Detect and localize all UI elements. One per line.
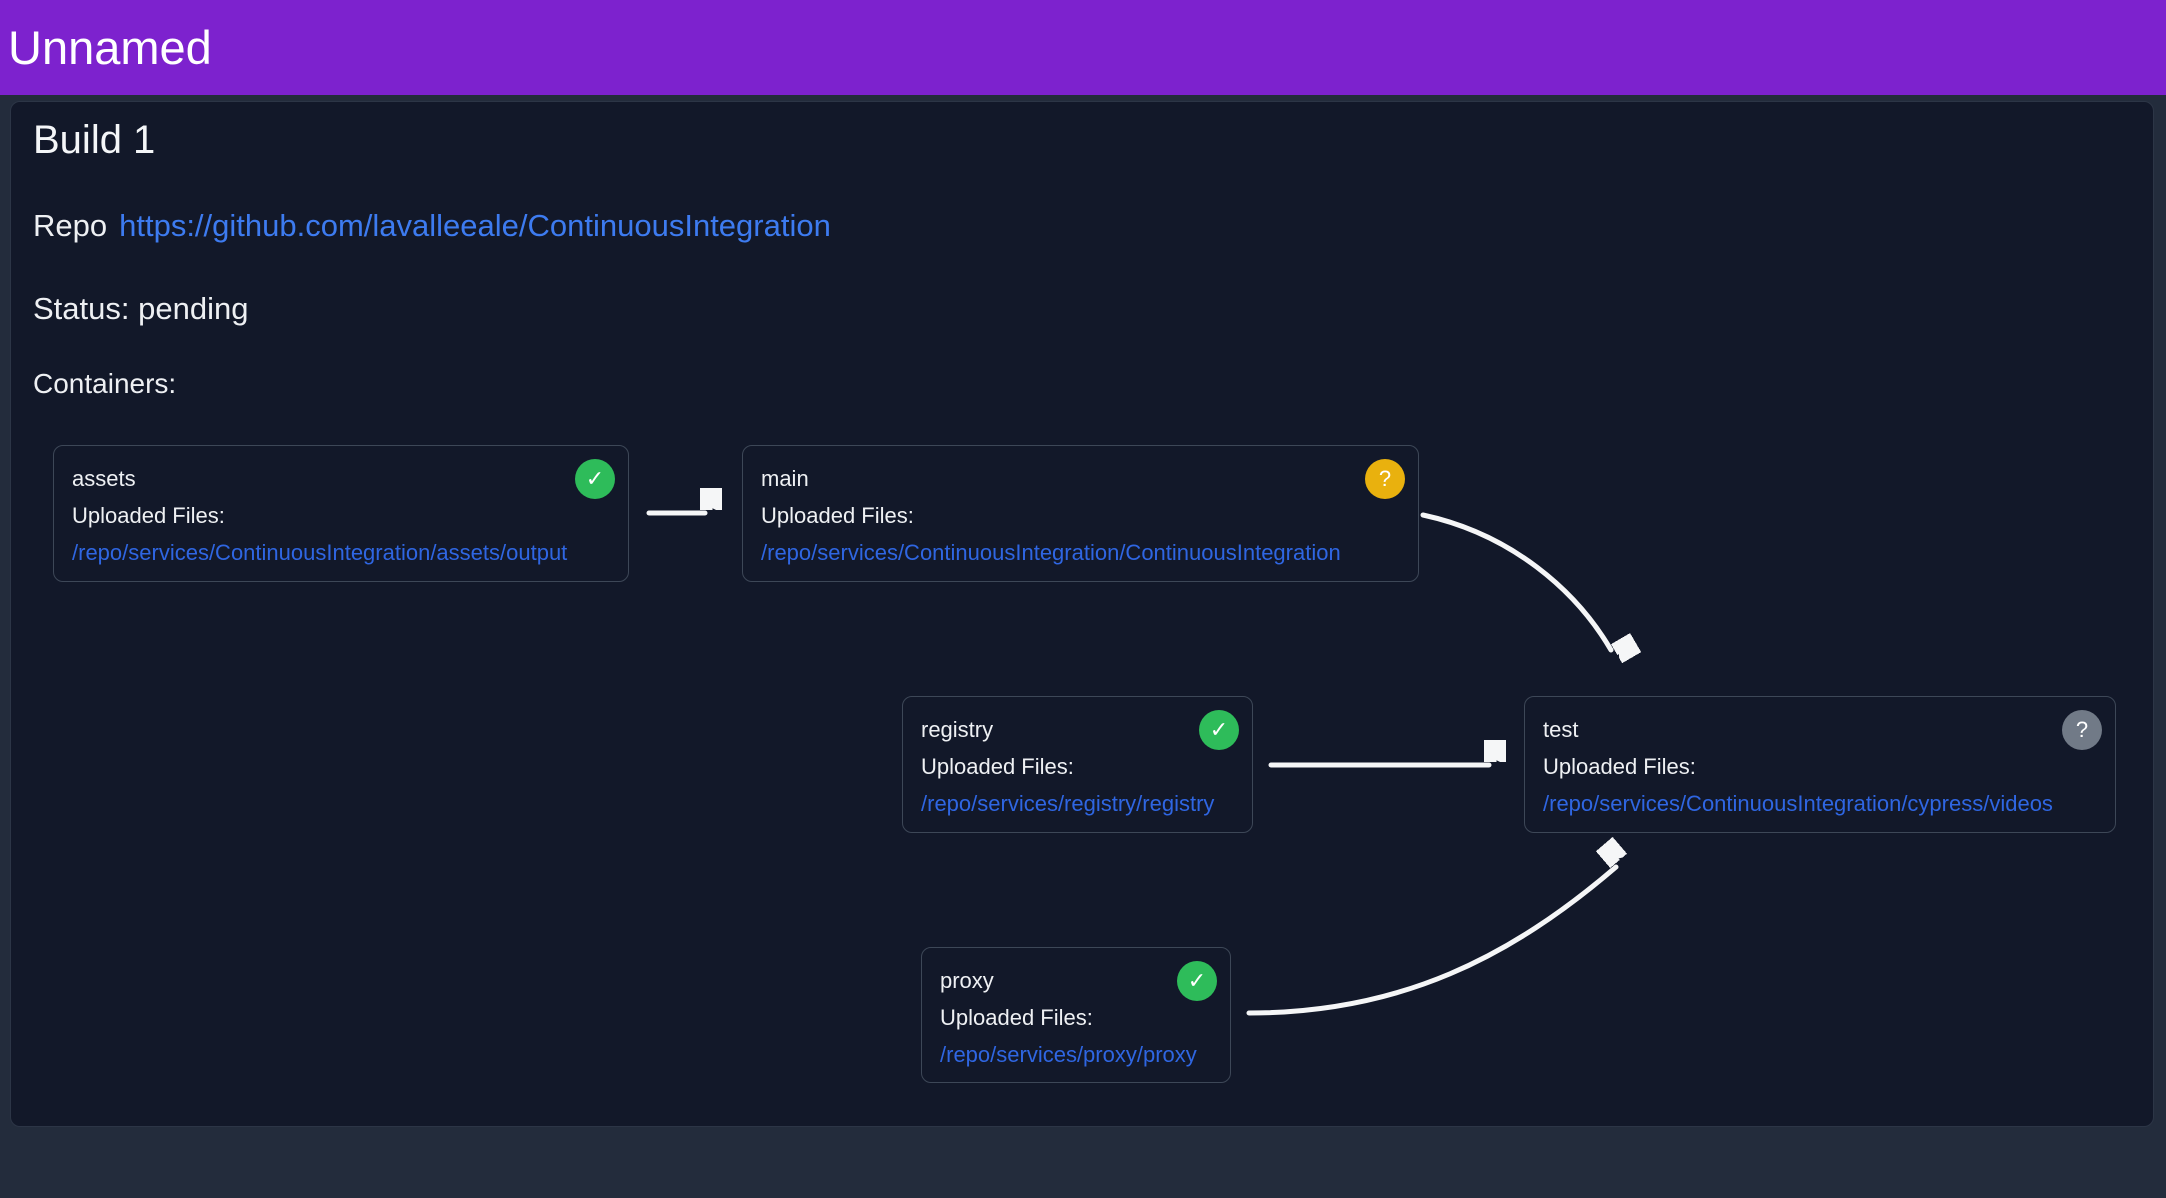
container-card-registry[interactable]: registry ✓ Uploaded Files: /repo/service… <box>902 696 1253 833</box>
container-card-main[interactable]: main ? Uploaded Files: /repo/services/Co… <box>742 445 1419 582</box>
uploaded-files-label: Uploaded Files: <box>921 754 1074 779</box>
build-title: Build 1 <box>33 118 156 162</box>
repo-link[interactable]: https://github.com/lavalleeale/Continuou… <box>119 208 831 243</box>
containers-label: Containers: <box>33 368 177 399</box>
status-line: Status: pending <box>33 291 249 326</box>
repo-label: Repo <box>33 208 108 243</box>
repo-line: Repo https://github.com/lavalleeale/Conti… <box>33 208 831 244</box>
uploaded-file-link[interactable]: /repo/services/ContinuousIntegration/Con… <box>761 540 1341 565</box>
badge-glyph: ? <box>1378 466 1392 491</box>
status-unknown-icon: ? <box>2062 710 2102 750</box>
container-name: test <box>1543 717 1579 742</box>
status-success-icon: ✓ <box>1177 961 1217 1001</box>
build-panel: Build 1 Repo https://github.com/lavalleea… <box>10 101 2154 1127</box>
edge-main-test <box>1420 512 1611 650</box>
badge-glyph: ✓ <box>1209 717 1229 742</box>
container-card-assets[interactable]: assets ✓ Uploaded Files: /repo/services/… <box>53 445 629 582</box>
status-success-icon: ✓ <box>1199 710 1239 750</box>
badge-glyph: ✓ <box>585 466 605 491</box>
badge-glyph: ✓ <box>1187 968 1207 993</box>
badge-glyph: ? <box>2075 717 2089 742</box>
container-name: proxy <box>940 968 994 993</box>
uploaded-file-link[interactable]: /repo/services/proxy/proxy <box>940 1042 1197 1067</box>
uploaded-file-link[interactable]: /repo/services/registry/registry <box>921 791 1215 816</box>
container-card-proxy[interactable]: proxy ✓ Uploaded Files: /repo/services/p… <box>921 947 1231 1083</box>
uploaded-files-label: Uploaded Files: <box>1543 754 1696 779</box>
uploaded-files-label: Uploaded Files: <box>761 503 914 528</box>
status-pending-icon: ? <box>1365 459 1405 499</box>
app-header: Unnamed <box>0 0 2166 95</box>
container-card-test[interactable]: test ? Uploaded Files: /repo/services/Co… <box>1524 696 2116 833</box>
container-name: main <box>761 466 809 491</box>
uploaded-file-link[interactable]: /repo/services/ContinuousIntegration/cyp… <box>1543 791 2053 816</box>
edge-proxy-test <box>1246 867 1616 1016</box>
container-name: registry <box>921 717 994 742</box>
container-name: assets <box>72 466 136 491</box>
uploaded-files-label: Uploaded Files: <box>940 1005 1093 1030</box>
app-title: Unnamed <box>8 21 212 74</box>
status-success-icon: ✓ <box>575 459 615 499</box>
uploaded-files-label: Uploaded Files: <box>72 503 225 528</box>
uploaded-file-link[interactable]: /repo/services/ContinuousIntegration/ass… <box>72 540 568 565</box>
